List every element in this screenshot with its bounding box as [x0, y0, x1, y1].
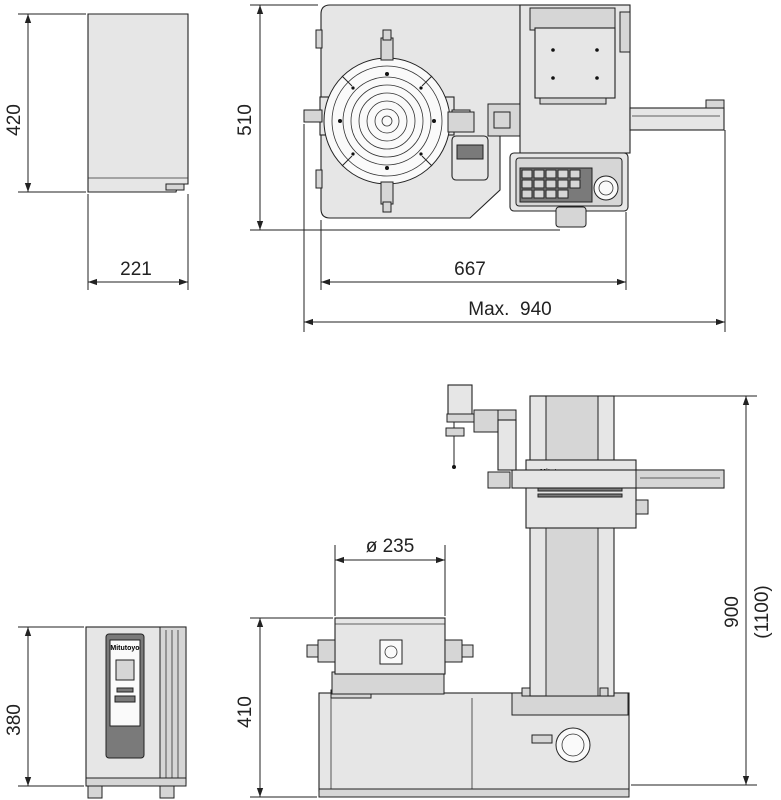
dim-900: 900 (1100) [614, 395, 773, 786]
controller-top-view [87, 13, 189, 193]
dim-380: 380 [4, 626, 84, 787]
column-front: Mitutoyo [487, 395, 725, 697]
turntable-front [306, 617, 474, 695]
column-top [519, 4, 725, 154]
dim-667-label: 667 [454, 259, 486, 280]
dim-221: 221 [87, 194, 189, 290]
dim-900-label: 900 [722, 596, 743, 628]
dim-510-label: 510 [235, 104, 256, 136]
dim-235-label: ø 235 [366, 536, 415, 557]
probe-head-top [447, 103, 521, 181]
brand-plate-label: Mitutoyo [110, 645, 139, 652]
dim-940: Max. 940 [303, 124, 726, 332]
dim-221-label: 221 [120, 259, 152, 280]
dim-510: 510 [235, 4, 560, 231]
dim-380-label: 380 [4, 704, 25, 736]
dim-410: 410 [235, 617, 333, 798]
probe-front [445, 384, 517, 471]
turntable-top [303, 29, 471, 213]
control-panel-top [509, 152, 629, 228]
dim-235: ø 235 [334, 536, 446, 616]
controller-front-view: Mitutoyo [85, 626, 187, 799]
main-unit-front-view: Mitutoyo [306, 384, 725, 798]
dim-420: 420 [4, 13, 86, 193]
dim-410-label: 410 [235, 696, 256, 728]
dim-667: 667 [320, 212, 627, 290]
dim-1100-label: (1100) [752, 585, 773, 639]
main-unit-top-view [303, 4, 725, 228]
dim-420-label: 420 [4, 104, 25, 136]
dim-940-label: Max. 940 [468, 299, 551, 320]
